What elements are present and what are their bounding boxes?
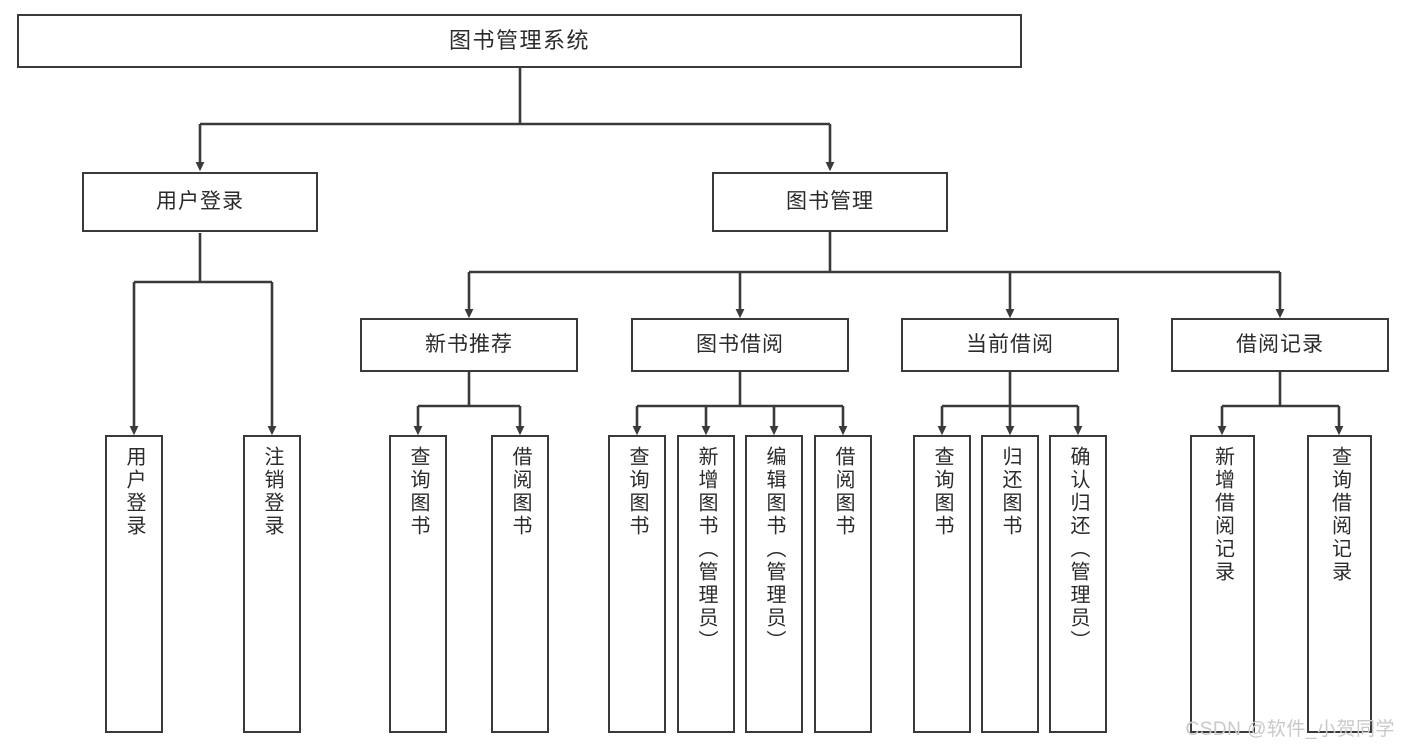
node-root[interactable]: 图书管理系统 [17, 14, 1022, 68]
leaf-borrow-book-1[interactable]: 借阅图书 [491, 435, 549, 733]
node-new-book-rec[interactable]: 新书推荐 [360, 318, 578, 372]
node-current-borrow-label: 当前借阅 [966, 332, 1054, 356]
leaf-query-book-2[interactable]: 查询图书 [608, 435, 666, 733]
leaf-confirm-return-label: 确认归还（管理员） [1067, 446, 1089, 653]
leaf-query-book-2-label: 查询图书 [626, 446, 648, 538]
node-book-borrow-label: 图书借阅 [696, 332, 784, 356]
leaf-return-book-label: 归还图书 [999, 446, 1021, 538]
leaf-query-book-3-label: 查询图书 [931, 446, 953, 538]
node-new-book-rec-label: 新书推荐 [425, 332, 513, 356]
leaf-confirm-return[interactable]: 确认归还（管理员） [1049, 435, 1107, 733]
watermark: CSDN @软件_小贺同学 [1185, 719, 1395, 740]
leaf-user-login-label: 用户登录 [123, 446, 145, 538]
leaf-borrow-book-1-label: 借阅图书 [509, 446, 531, 538]
leaf-logout-label: 注销登录 [261, 446, 283, 538]
leaf-borrow-book-2[interactable]: 借阅图书 [814, 435, 872, 733]
node-user-login[interactable]: 用户登录 [82, 172, 318, 232]
leaf-query-record[interactable]: 查询借阅记录 [1307, 435, 1372, 733]
node-current-borrow[interactable]: 当前借阅 [901, 318, 1119, 372]
node-book-manage[interactable]: 图书管理 [712, 172, 948, 232]
node-user-login-label: 用户登录 [156, 189, 244, 213]
node-borrow-record-label: 借阅记录 [1236, 332, 1324, 356]
leaf-logout[interactable]: 注销登录 [243, 435, 301, 733]
leaf-return-book[interactable]: 归还图书 [981, 435, 1039, 733]
node-book-borrow[interactable]: 图书借阅 [631, 318, 849, 372]
leaf-query-book-3[interactable]: 查询图书 [913, 435, 971, 733]
leaf-add-book-label: 新增图书（管理员） [695, 446, 717, 653]
leaf-add-record[interactable]: 新增借阅记录 [1190, 435, 1255, 733]
leaf-add-record-label: 新增借阅记录 [1211, 446, 1234, 584]
leaf-add-book[interactable]: 新增图书（管理员） [677, 435, 735, 733]
leaf-query-book-1[interactable]: 查询图书 [389, 435, 447, 733]
leaf-query-record-label: 查询借阅记录 [1328, 446, 1351, 584]
node-borrow-record[interactable]: 借阅记录 [1171, 318, 1389, 372]
leaf-borrow-book-2-label: 借阅图书 [832, 446, 854, 538]
leaf-edit-book-label: 编辑图书（管理员） [763, 446, 785, 653]
leaf-query-book-1-label: 查询图书 [407, 446, 429, 538]
leaf-user-login[interactable]: 用户登录 [105, 435, 163, 733]
node-book-manage-label: 图书管理 [786, 189, 874, 213]
leaf-edit-book[interactable]: 编辑图书（管理员） [745, 435, 803, 733]
node-root-label: 图书管理系统 [448, 28, 590, 54]
